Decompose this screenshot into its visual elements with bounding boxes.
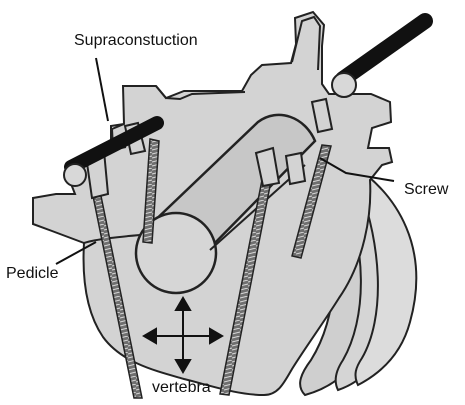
label-vertebra: vertebra	[152, 379, 211, 396]
label-screw: Screw	[404, 181, 449, 198]
label-supraconstruction: Supraconstuction	[74, 32, 198, 49]
label-pedicle: Pedicle	[6, 265, 59, 282]
